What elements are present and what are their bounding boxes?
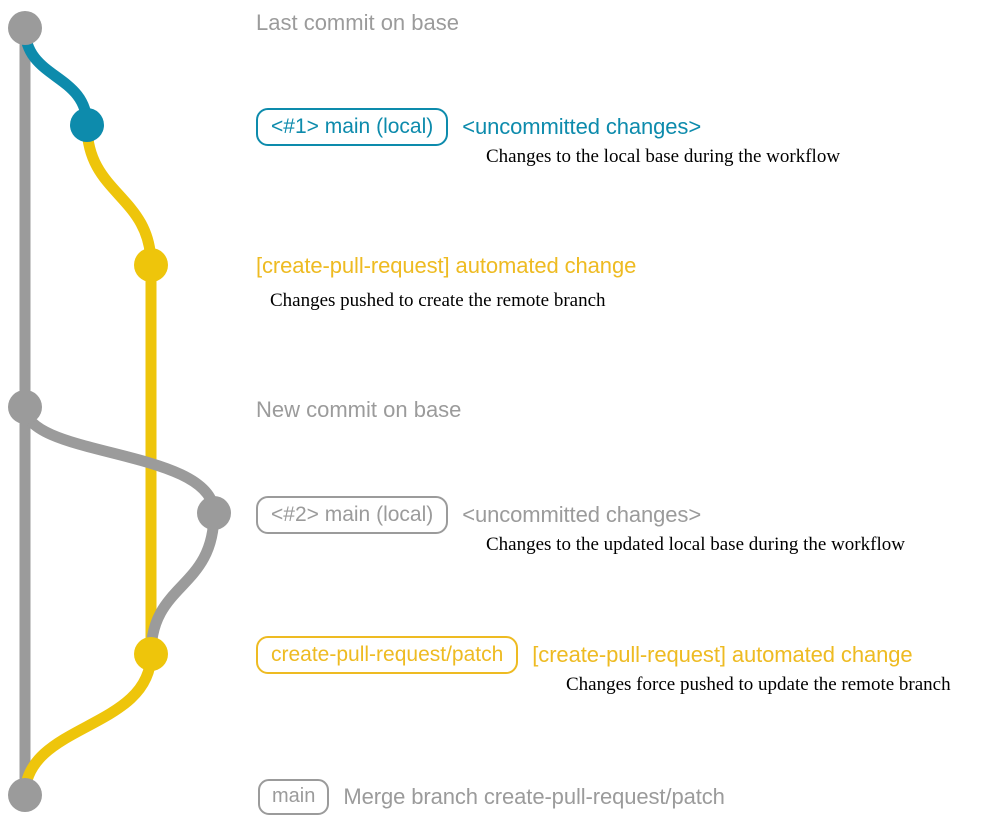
row-new-commit-on-base: New commit on base (256, 397, 461, 423)
heading-new-commit-on-base: New commit on base (256, 397, 462, 422)
branch-badge-local-main-2[interactable]: <#2> main (local) (256, 496, 449, 534)
edge-base-to-local2 (19, 401, 220, 519)
row-automated-change-force: create-pull-request/patch [create-pull-r… (256, 636, 913, 674)
branch-badge-local-main-1[interactable]: <#1> main (local) (256, 108, 449, 146)
row-local-main-2: <#2> main (local) <uncommitted changes> (256, 496, 701, 534)
commit-subject-merge: Merge branch create-pull-request/patch (343, 784, 725, 809)
row-automated-change-force-description: Changes force pushed to update the remot… (566, 673, 951, 696)
commit-subject-automated-change-force: [create-pull-request] automated change (532, 642, 913, 667)
edge-local2-to-patch (145, 507, 220, 660)
edge-local1-to-patch (81, 119, 157, 271)
commit-nodes (8, 11, 231, 812)
row-local-main-1-description: Changes to the local base during the wor… (486, 145, 840, 168)
edge-patch-to-merge (19, 648, 157, 801)
commit-subject-automated-change-create: [create-pull-request] automated change (256, 253, 637, 278)
commit-description-automated-change-create: Changes pushed to create the remote bran… (270, 290, 606, 311)
commit-description-automated-change-force: Changes force pushed to update the remot… (566, 674, 951, 695)
commit-subject-local-main-2: <uncommitted changes> (462, 502, 702, 527)
commit-node-local-uncommitted-1[interactable] (70, 108, 104, 142)
commit-node-patch-force-push[interactable] (134, 637, 168, 671)
commit-node-base-merge[interactable] (8, 778, 42, 812)
commit-node-base-head[interactable] (8, 11, 42, 45)
branch-badge-main[interactable]: main (258, 779, 330, 815)
row-automated-change-create-description: Changes pushed to create the remote bran… (270, 289, 606, 312)
commit-node-base-new-commit[interactable] (8, 390, 42, 424)
row-local-main-2-description: Changes to the updated local base during… (486, 533, 905, 556)
row-merge-commit: main Merge branch create-pull-request/pa… (258, 779, 725, 815)
commit-node-local-uncommitted-2[interactable] (197, 496, 231, 530)
commit-node-patch-create[interactable] (134, 248, 168, 282)
commit-description-local-main-2: Changes to the updated local base during… (486, 534, 905, 555)
row-local-main-1: <#1> main (local) <uncommitted changes> (256, 108, 701, 146)
row-automated-change-create: [create-pull-request] automated change (256, 253, 636, 279)
row-last-commit-on-base: Last commit on base (256, 10, 459, 36)
heading-last-commit-on-base: Last commit on base (256, 10, 459, 35)
commit-description-local-main-1: Changes to the local base during the wor… (486, 146, 841, 167)
commit-subject-local-main-1: <uncommitted changes> (462, 114, 702, 139)
branch-badge-create-pull-request-patch[interactable]: create-pull-request/patch (256, 636, 519, 674)
